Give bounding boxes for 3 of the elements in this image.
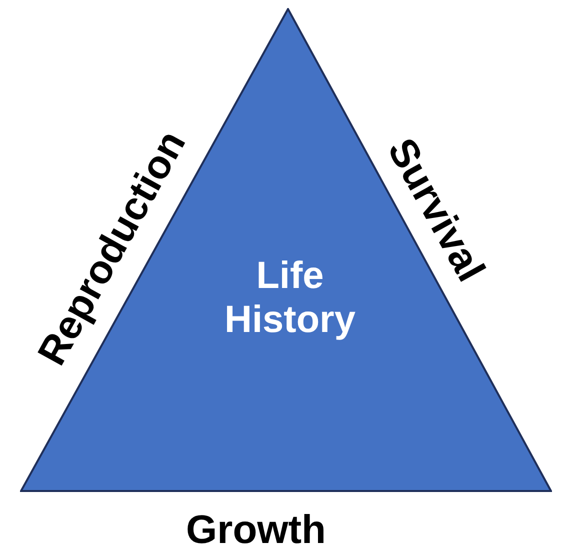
side-label: Growth xyxy=(186,508,326,552)
center-label: Life History xyxy=(224,254,356,342)
triangle xyxy=(20,8,552,492)
